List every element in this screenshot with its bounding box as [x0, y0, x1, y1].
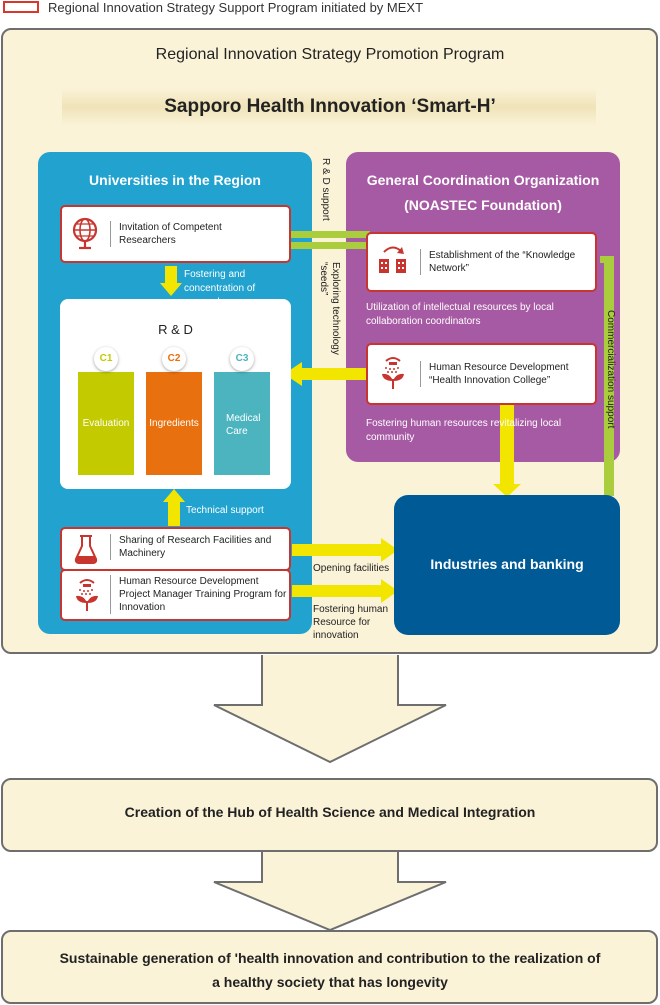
industries-panel — [394, 495, 620, 635]
rd-code-badge: C1 — [94, 347, 118, 371]
legend-label: Regional Innovation Strategy Support Pro… — [48, 0, 424, 15]
coordination-title: General Coordination Organization — [366, 172, 600, 188]
rd-support-label: R & D support — [320, 158, 331, 221]
knowledge-network-text: Establishment of the “Knowledge Network” — [420, 249, 589, 275]
hrd-pm-card: Human Resource Development Project Manag… — [60, 569, 291, 621]
rd-column-c1: Evaluation — [78, 372, 134, 475]
sustainable-box — [1, 930, 658, 1004]
globe-icon — [70, 216, 102, 255]
sharing-text: Sharing of Research Facilities and Machi… — [110, 534, 279, 560]
opening-facilities-label: Opening facilities — [313, 563, 390, 574]
rd-code-badge: C2 — [162, 347, 186, 371]
fostering-innovation-label: Fostering human Resource for innovation — [313, 604, 389, 641]
sprout-icon — [71, 577, 103, 620]
technical-support-label: Technical support — [186, 505, 264, 516]
hrd-college-text: Human Resource Development “Health Innov… — [420, 361, 594, 387]
coordination-subtitle: (NOASTEC Foundation) — [404, 197, 562, 213]
smart-title-band — [62, 88, 596, 126]
universities-title: Universities in the Region — [89, 172, 261, 188]
sprout-icon — [377, 355, 409, 398]
hub-text: Creation of the Hub of Health Science an… — [124, 804, 536, 820]
hrd-pm-text: Human Resource Development Project Manag… — [110, 575, 289, 614]
sharing-card: Sharing of Research Facilities and Machi… — [60, 527, 291, 571]
rd-column-c3: Medical Care — [214, 372, 270, 475]
rd-code-badge: C3 — [230, 347, 254, 371]
sustainable-line-2: a healthy society that has longevity — [212, 974, 448, 990]
exploring-label: Exploring technology “seeds” — [318, 262, 341, 355]
sustainable-line-1: Sustainable generation of 'health innova… — [59, 950, 601, 966]
invitation-card: Invitation of Competent Researchers — [60, 205, 291, 263]
program-title: Regional Innovation Strategy Promotion P… — [155, 46, 505, 63]
sustainable-text: Sustainable generation of 'health innova… — [10, 946, 650, 994]
invitation-text: Invitation of Competent Researchers — [110, 221, 269, 247]
flask-icon — [72, 533, 100, 572]
coordination-panel — [346, 152, 620, 462]
hub-box — [1, 778, 658, 852]
rd-title: R & D — [158, 322, 193, 337]
utilization-label: Utilization of intellectual resources by… — [366, 302, 554, 327]
rd-column-label: Medical Care — [226, 413, 261, 437]
hrd-college-card: Human Resource Development “Health Innov… — [366, 343, 597, 405]
knowledge-network-card: Establishment of the “Knowledge Network” — [366, 232, 597, 292]
legend-swatch — [3, 1, 39, 13]
rd-column-label: Evaluation — [82, 418, 130, 429]
rd-column-label: Ingredients — [149, 418, 199, 429]
industries-label: Industries and banking — [430, 556, 584, 572]
fostering-hr-label: Fostering human resources revitalizing l… — [366, 418, 562, 443]
smart-title: Sapporo Health Innovation ‘Smart-H’ — [164, 96, 496, 117]
rd-column-c2: Ingredients — [146, 372, 202, 475]
network-icon — [376, 244, 410, 283]
commercialization-label: Commercialization support — [605, 310, 616, 429]
